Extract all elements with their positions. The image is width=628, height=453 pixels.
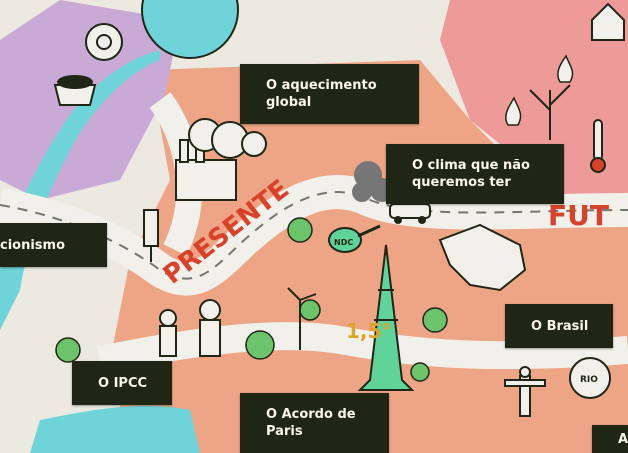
burning-tree (529, 84, 571, 140)
topic-negacionismo[interactable]: cionismo (0, 223, 107, 267)
dark-smoke (352, 161, 394, 202)
car (389, 203, 431, 224)
topic-label: O Acordo de Paris (266, 407, 356, 439)
house (591, 2, 625, 41)
trees (55, 217, 448, 382)
topic-acordo-de-paris[interactable]: O Acordo de Paris (240, 393, 389, 453)
topic-label: O Brasil (531, 318, 589, 334)
warming-value: 1,5° (346, 319, 391, 343)
topic-clima-que-nao-queremos[interactable]: O clima que não queremos ter (386, 144, 564, 204)
scientists (159, 299, 221, 357)
rio-badge (569, 357, 611, 399)
rio-label: RIO (580, 375, 598, 385)
topic-label: A (618, 431, 628, 447)
topic-partial-edge[interactable]: A (592, 425, 628, 453)
watering-can (328, 224, 381, 253)
ndc-label: NDC (334, 238, 353, 247)
globe (141, 0, 239, 59)
topic-label: O aquecimento global (266, 78, 377, 110)
pink-zone (440, 0, 628, 205)
topic-label: cionismo (0, 237, 66, 253)
thermometer (590, 119, 606, 173)
main-road-edge (0, 191, 628, 280)
gear (85, 23, 123, 61)
lower-river (30, 405, 200, 453)
lower-road (97, 322, 628, 374)
traffic-light (143, 209, 159, 262)
topic-label: O clima que não queremos ter (412, 158, 530, 190)
topic-label: O IPCC (98, 375, 148, 391)
eiffel-tower (357, 244, 415, 391)
wind-turbine (287, 287, 317, 350)
topic-ipcc[interactable]: O IPCC (72, 361, 172, 405)
future-label: FUT (548, 199, 609, 232)
topic-brasil[interactable]: O Brasil (505, 304, 613, 348)
christ-redeemer (504, 366, 546, 417)
coal-cart (53, 75, 97, 106)
flames (505, 54, 574, 126)
topic-aquecimento-global[interactable]: O aquecimento global (240, 64, 419, 124)
brazil-map (438, 223, 527, 292)
factory (175, 118, 267, 201)
